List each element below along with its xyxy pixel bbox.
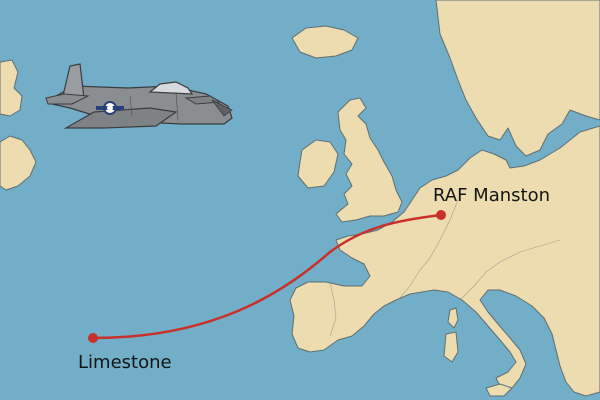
north-america-land [0,59,23,117]
jet-fighter-icon [45,63,233,129]
flight-route [91,213,443,340]
sicily-land [485,383,513,397]
corsica-land [447,307,459,329]
scandinavia-land [435,0,600,157]
great-britain-land [335,97,403,223]
country-borders [329,199,561,337]
sardinia-land [443,331,459,363]
newfoundland-land [0,135,37,191]
iceland-land [291,25,359,59]
ireland-land [297,139,339,189]
limestone-label: Limestone [78,352,172,373]
continental-europe-land [289,125,600,397]
raf-manston-label: RAF Manston [433,185,550,206]
limestone-marker[interactable] [88,333,98,343]
raf-manston-marker[interactable] [436,210,446,220]
